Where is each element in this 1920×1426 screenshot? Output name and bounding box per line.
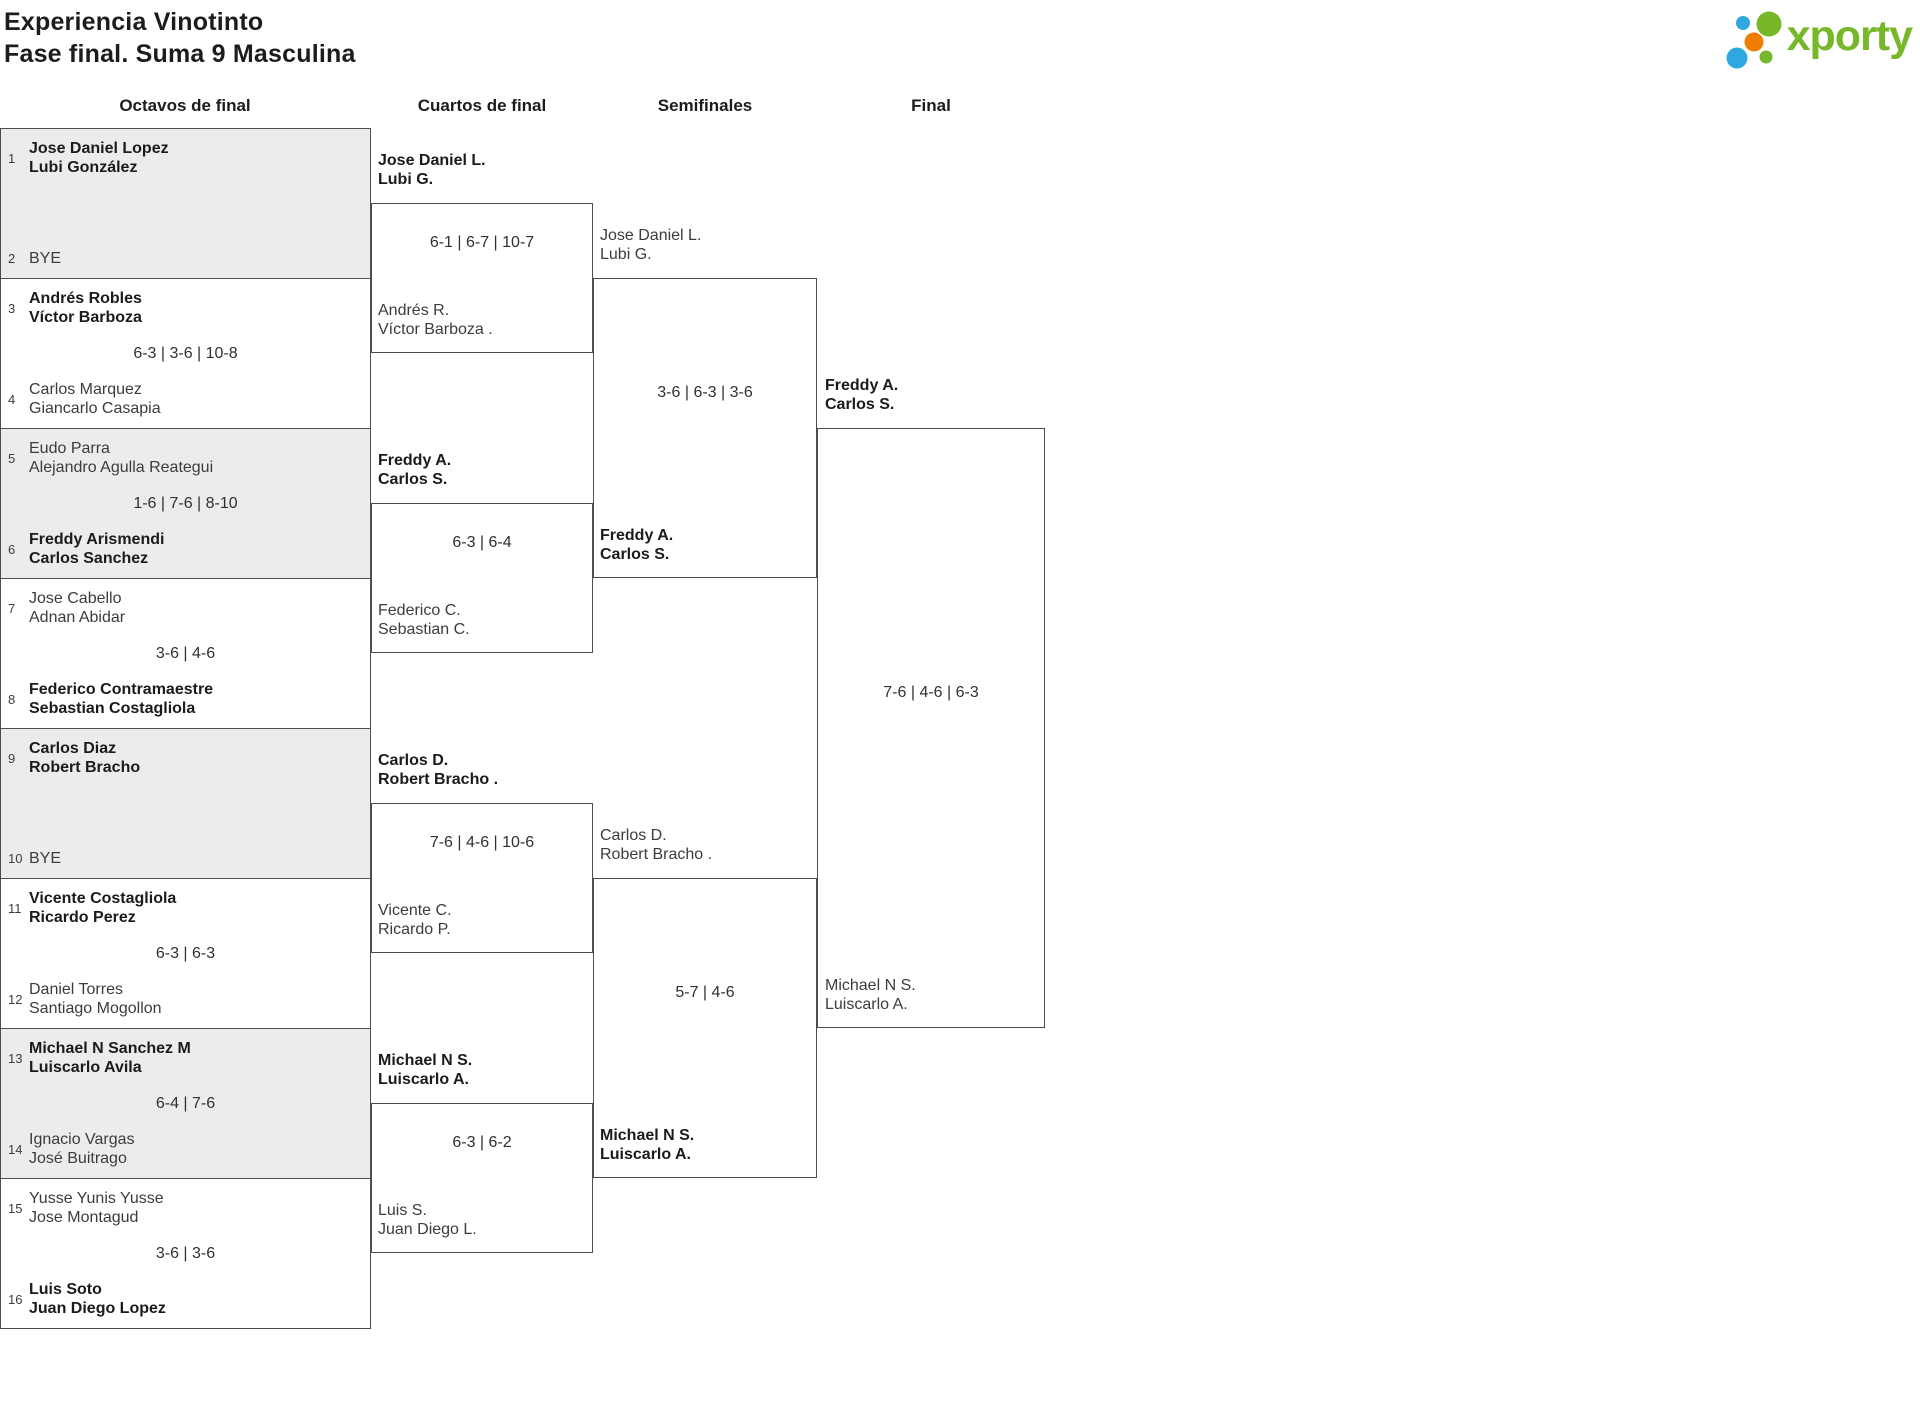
sf-match-2: 5-7 | 4-6 [593, 878, 817, 1178]
qf2-loser-label: Federico C.Sebastian C. [378, 602, 470, 638]
team-bye: 10 BYE [1, 849, 366, 868]
seed-number: 4 [8, 391, 16, 407]
match-score: 3-6 | 4-6 [155, 644, 216, 662]
seed-number: 3 [8, 300, 16, 316]
page-subtitle: Fase final. Suma 9 Masculina [4, 40, 356, 68]
match-score: 3-6 | 6-3 | 3-6 [657, 384, 753, 401]
final-winner-label: Freddy A.Carlos S. [825, 377, 899, 413]
qf-match-3: 7-6 | 4-6 | 10-6 [371, 803, 593, 953]
qf4-loser-label: Luis S.Juan Diego L. [378, 1202, 477, 1238]
match-score: 7-6 | 4-6 | 6-3 [883, 684, 979, 701]
match-score: 6-4 | 7-6 [155, 1094, 216, 1112]
seed-number: 11 [8, 900, 22, 916]
match-score: 6-3 | 6-4 [452, 534, 512, 551]
round-header-octavos: Octavos de final [119, 96, 251, 115]
match-score: 6-1 | 6-7 | 10-7 [429, 234, 535, 251]
qf1-winner-label: Jose Daniel L.Lubi G. [378, 152, 486, 188]
qf3-loser-label: Vicente C.Ricardo P. [378, 902, 452, 938]
seed-number: 7 [8, 600, 16, 616]
match-score: 1-6 | 7-6 | 8-10 [133, 494, 238, 512]
match-score: 6-3 | 3-6 | 10-8 [133, 344, 238, 362]
seed-number: 12 [8, 991, 23, 1007]
xporty-logo-icon [1726, 11, 1782, 69]
match-score: 6-3 | 6-2 [452, 1134, 512, 1151]
page-title: Experiencia Vinotinto [4, 8, 264, 36]
final-match: 7-6 | 4-6 | 6-3 [817, 428, 1045, 1028]
round-header-cuartos: Cuartos de final [417, 96, 547, 115]
final-runnerup-label: Michael N S.Luiscarlo A. [825, 977, 916, 1013]
seed-number: 10 [8, 851, 23, 866]
seed-number: 5 [8, 450, 16, 466]
qf3-winner-label: Carlos D.Robert Bracho . [378, 752, 499, 788]
seed-number: 13 [8, 1050, 23, 1066]
qf2-winner-label: Freddy A.Carlos S. [378, 452, 452, 488]
match-score: 7-6 | 4-6 | 10-6 [429, 834, 535, 851]
seed-number: 15 [8, 1200, 23, 1216]
qf-match-1: 6-1 | 6-7 | 10-7 [371, 203, 593, 353]
sf2-winner-label: Michael N S.Luiscarlo A. [600, 1127, 695, 1163]
title-block: Experiencia Vinotinto Fase final. Suma 9… [4, 6, 356, 70]
match-score: 3-6 | 3-6 [155, 1244, 216, 1262]
seed-number: 16 [8, 1291, 23, 1307]
seed-number: 1 [8, 150, 16, 166]
sf-match-1: 3-6 | 6-3 | 3-6 [593, 278, 817, 578]
seed-number: 14 [8, 1141, 23, 1157]
seed-number: 8 [8, 691, 16, 707]
seed-number: 2 [8, 251, 16, 266]
qf-match-4: 6-3 | 6-2 [371, 1103, 593, 1253]
xporty-logo[interactable]: xporty [1707, 6, 1913, 70]
sf2-top-label: Carlos D.Robert Bracho . [600, 827, 713, 863]
sf1-top-label: Jose Daniel L.Lubi G. [600, 227, 702, 263]
round-header-final: Final [911, 96, 951, 115]
match-score: 5-7 | 4-6 [675, 984, 735, 1001]
seed-number: 6 [8, 541, 16, 557]
qf1-loser-label: Andrés R.Víctor Barboza . [378, 302, 493, 338]
xporty-logo-text: xporty [1786, 12, 1913, 60]
qf-match-2: 6-3 | 6-4 [371, 503, 593, 653]
match-score: 6-3 | 6-3 [155, 944, 216, 962]
seed-number: 9 [8, 750, 16, 766]
qf4-winner-label: Michael N S.Luiscarlo A. [378, 1052, 473, 1088]
sf1-winner-label: Freddy A.Carlos S. [600, 527, 674, 563]
team-bye: 2 BYE [1, 249, 366, 268]
round-header-semifinales: Semifinales [657, 96, 753, 115]
